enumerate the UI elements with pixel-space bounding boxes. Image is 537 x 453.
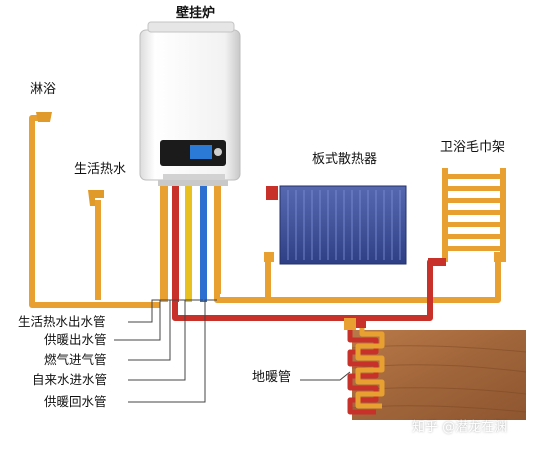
boiler-label: 壁挂炉 [176,6,216,21]
towel-rack [428,168,506,266]
towel-rack-valve [428,258,446,266]
underfloor-pipe-label: 地暖管 [252,370,292,385]
panel-radiator [264,185,407,265]
legend-item-heating-return: 供暖回水管 [44,394,107,409]
shower-head-icon [36,112,52,122]
legend-item-heating-supply: 供暖出水管 [44,332,107,347]
radiator-valve-top [266,186,278,200]
shower-label: 淋浴 [30,82,57,97]
boiler-pipe-stubs [158,180,228,302]
watermark: 知乎 @潜龙在渊 [412,420,508,435]
legend-item-dhw-outlet: 生活热水出水管 [18,314,106,329]
legend-item-gas-inlet: 燃气进气管 [44,352,107,367]
towel-rack-label: 卫浴毛巾架 [440,140,506,155]
heating-supply-pipe [214,255,501,303]
panel-radiator-label: 板式散热器 [312,152,378,167]
tap-icon [88,190,104,206]
wall-boiler [139,21,241,182]
legend-leaders [114,299,351,403]
underfloor-heating [344,318,527,420]
radiator-valve-bottom [264,252,274,262]
domestic-hot-water-label: 生活热水 [74,162,127,177]
legend-item-cold-water-inlet: 自来水进水管 [32,372,108,387]
